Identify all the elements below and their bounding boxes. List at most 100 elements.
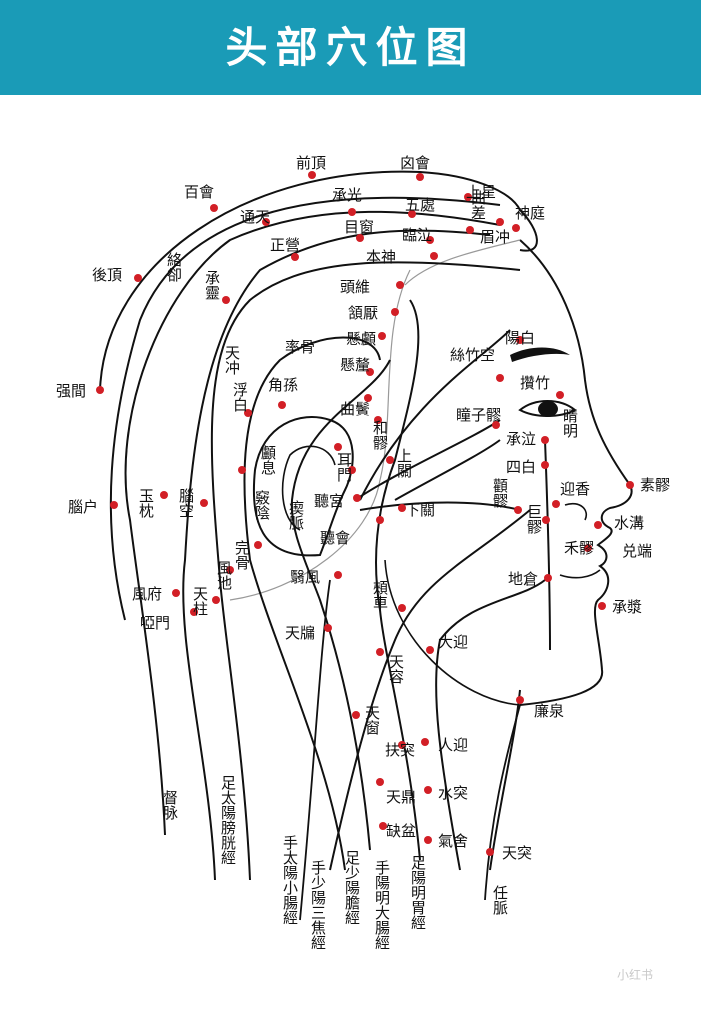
label-qishe: 氣舍 [438,832,468,850]
ear-outline [252,416,354,557]
eyebrow [510,347,570,362]
acupoint-dot [376,648,384,656]
label-qubin: 曲鬢 [340,400,370,418]
acupoint-dot [366,368,374,376]
label-meridian-small-intestine: 手太陽小腸經 [281,835,299,925]
label-yamen: 啞門 [140,614,170,632]
acupoint-dot [278,401,286,409]
acupoint-dot [486,848,494,856]
label-shangguan: 上關 [395,448,413,478]
acupoint-dot [262,218,270,226]
acupoint-dot [398,504,406,512]
acupoint-dot [541,436,549,444]
label-tianrong: 天容 [387,654,405,684]
label-qiaoyin: 竅陰 [253,489,271,520]
acupoint-dot [364,394,372,402]
label-meridian-du: 督脉 [161,790,179,820]
acupoint-dot [172,589,180,597]
label-meichong: 眉冲 [480,228,510,246]
label-yuzhen: 玉枕 [137,488,155,519]
face-outline [519,239,633,706]
acupoint-dot [391,308,399,316]
label-tianding: 天鼎 [386,788,416,806]
acupoint-dot [424,836,432,844]
label-heliao: 和髎 [371,420,389,451]
acupoint-dot [226,566,234,574]
acupoint-dot [426,236,434,244]
label-futu: 扶突 [385,741,415,759]
title-banner [0,0,701,95]
label-jiaosun: 角孫 [268,376,298,394]
label-wuchu: 五處 [405,196,435,214]
label-chimai: 瘈脈 [287,500,305,531]
label-chengguang: 承光 [332,186,362,204]
label-quanliao: 顴髎 [491,478,509,509]
acupoint-dot [376,516,384,524]
label-qucha: 曲差 [469,190,487,220]
temple-curve [229,269,411,601]
acupoint-dot [626,481,634,489]
label-shuigou: 水溝 [614,514,644,532]
eye [518,400,577,417]
acupoint-dot [190,608,198,616]
acupoint-dot [542,516,550,524]
acupoint-dot [416,173,424,181]
nose-curve [564,502,587,521]
acupoint-dot [379,822,387,830]
acupoint-markers [96,171,634,856]
acupoint-dot [492,421,500,429]
acupoint-dot [512,224,520,232]
acupoint-dot [160,491,168,499]
label-houding: 後頂 [92,266,122,284]
acupoint-dot [464,193,472,201]
label-fengfu: 風府 [132,585,162,603]
label-fengchi: 風池 [215,560,233,590]
label-heliao2: 禾髎 [564,539,594,557]
acupoint-dot [324,624,332,632]
acupoint-dot [408,210,416,218]
label-yangbai: 陽白 [505,329,535,347]
hairline [404,239,521,286]
acupoint-dot [424,786,432,794]
acupoint-dot [466,226,474,234]
acupoint-dot [398,604,406,612]
label-jingming: 睛明 [561,408,579,439]
acupoint-dot [421,738,429,746]
label-quepen: 缺盆 [386,822,416,840]
label-tinggong: 聽宮 [314,492,344,510]
label-chengjiang: 承漿 [612,598,642,616]
label-mouchuang: 目窗 [344,218,374,236]
acupoint-dot [430,252,438,260]
label-zanzhu: 攢竹 [520,374,550,392]
acupoint-dot [594,521,602,529]
label-tiantu: 天突 [502,844,532,862]
acupoint-dot [376,778,384,786]
acupoint-dot [254,541,262,549]
label-qianding: 前頂 [296,154,326,172]
acupoint-dot [516,696,524,704]
acupoint-dot [598,602,606,610]
label-meridian-sanjiao: 手少陽三焦經 [309,860,327,950]
label-tongtian: 通天 [240,208,270,226]
neck-front [484,704,521,901]
acupoint-dot [541,461,549,469]
label-juliao: 巨髎 [525,504,543,535]
label-touwei: 頭維 [340,278,370,296]
watermark: 小红书 [616,968,653,982]
neck-back [299,579,331,921]
meridian-lines [99,170,551,881]
acupoint-dot [134,274,142,282]
label-tianchong: 天冲 [223,345,241,375]
acupoint-dot [200,499,208,507]
acupoint-dot [514,506,522,514]
acupoint-dot [212,596,220,604]
acupoint-dot [334,571,342,579]
acupoint-dot [516,336,524,344]
label-xinhui: 囟會 [400,154,430,172]
label-daying: 大迎 [438,633,468,651]
acupoint-dot [222,296,230,304]
acupoint-dot [552,500,560,508]
acupoint-dot [374,416,382,424]
acupoint-dot [356,234,364,242]
acupoint-dot [348,466,356,474]
